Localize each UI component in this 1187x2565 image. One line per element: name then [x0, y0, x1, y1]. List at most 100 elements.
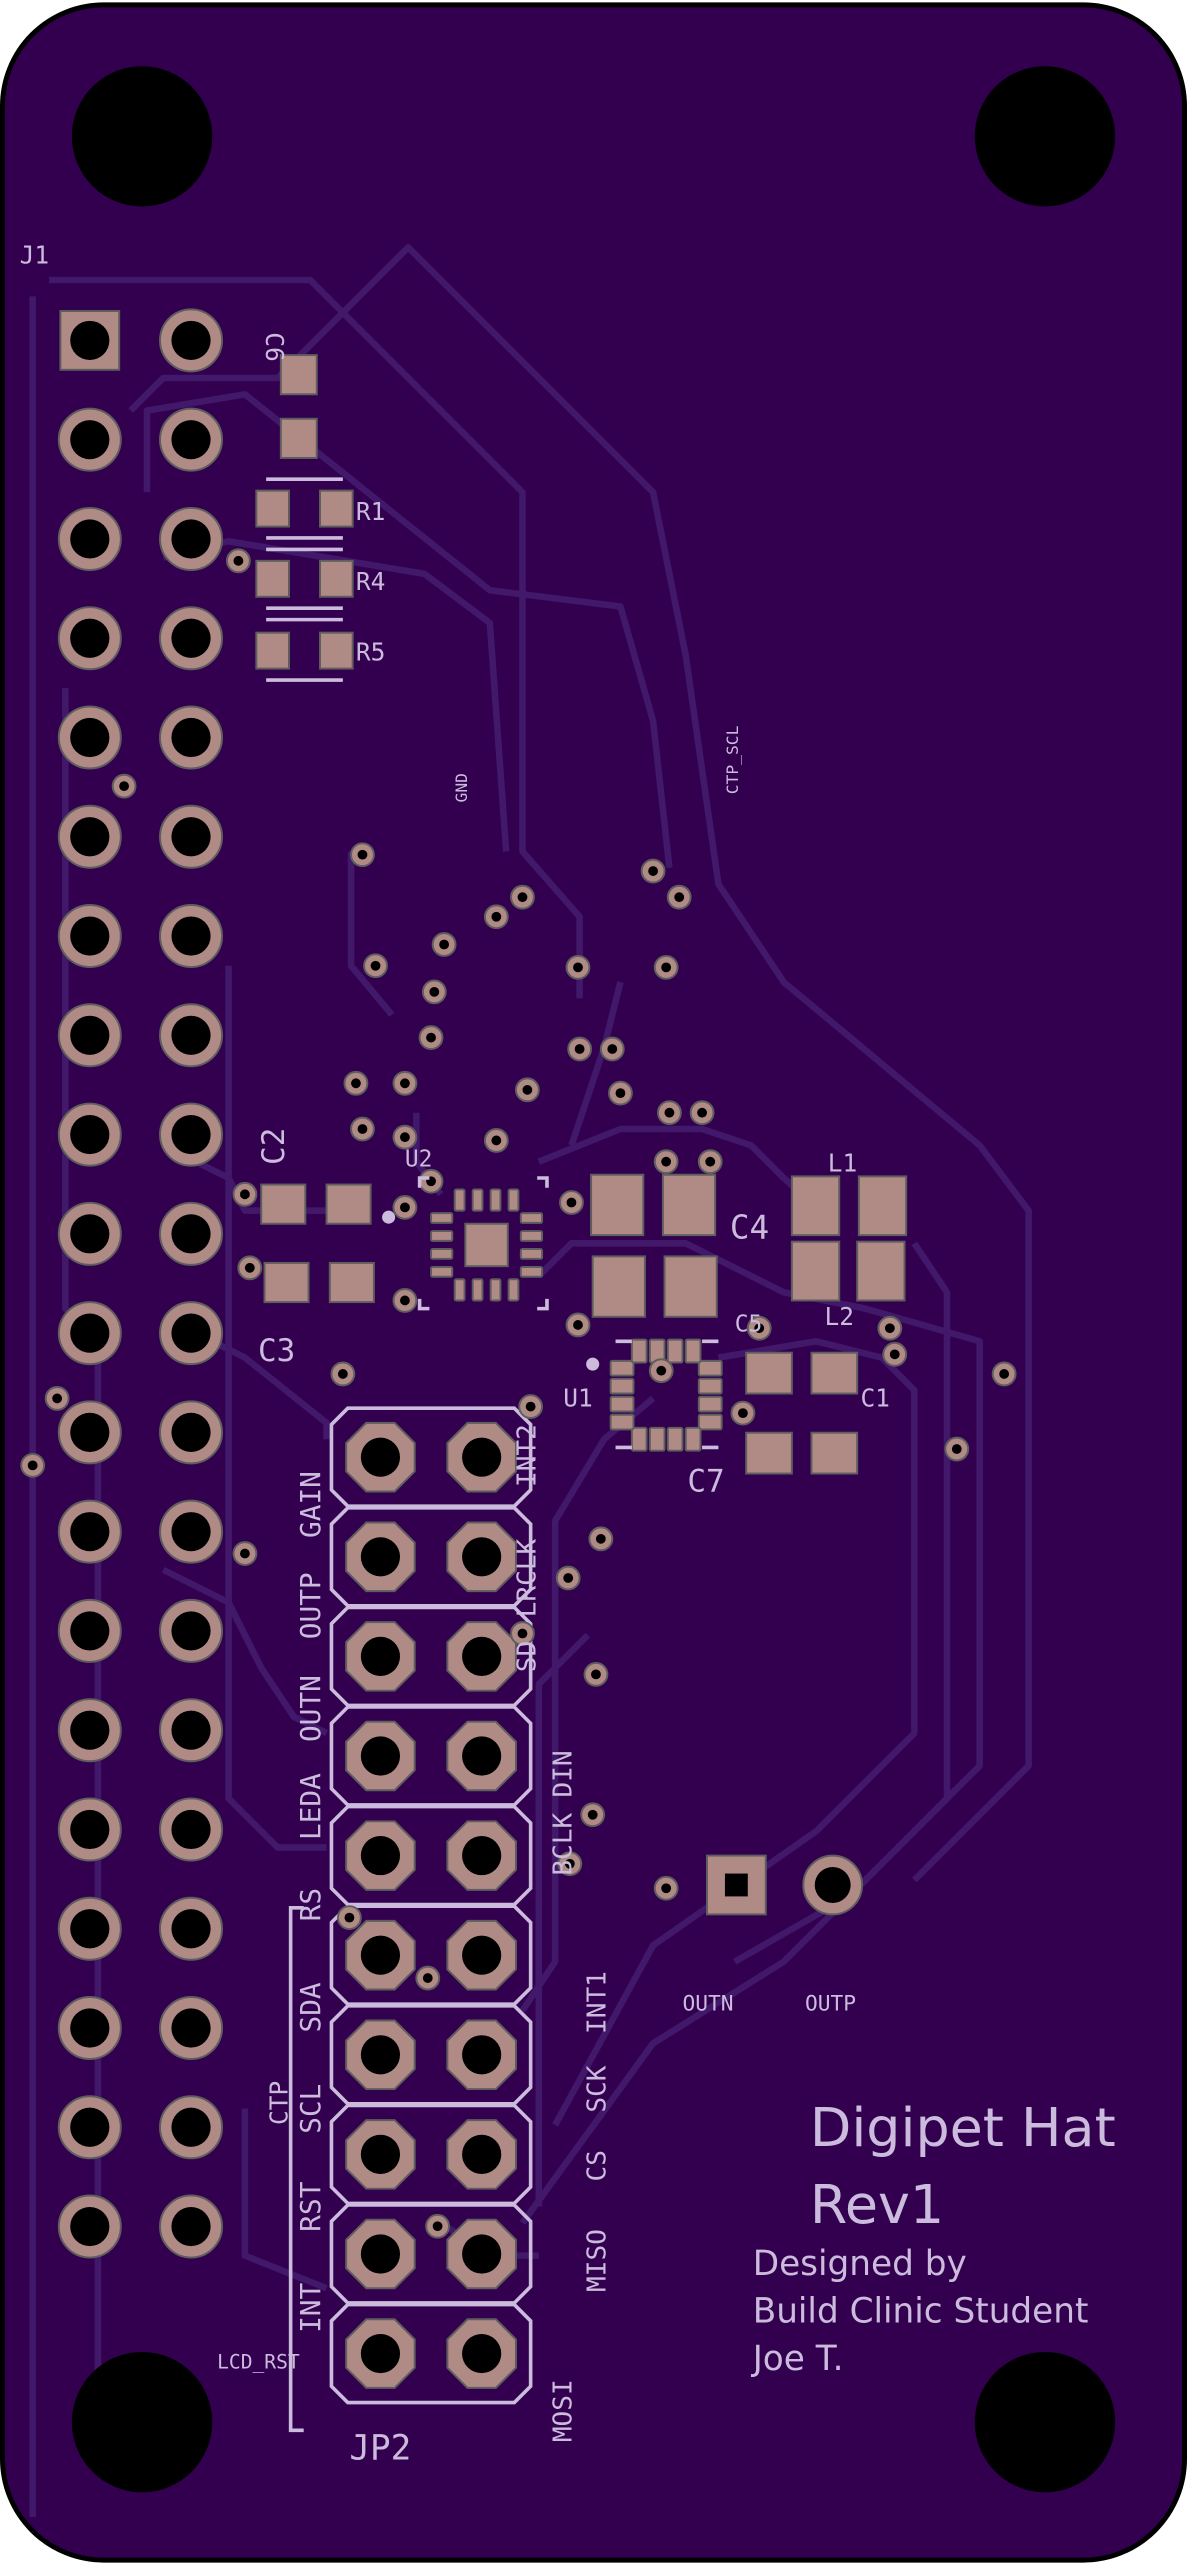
- jp2-left-label: INT: [294, 2283, 327, 2333]
- r1-pad: [319, 489, 354, 528]
- j1-pin: [159, 1896, 224, 1961]
- ic-pad: [697, 1359, 723, 1377]
- ic-pads: [430, 1188, 723, 1452]
- via: [111, 773, 137, 799]
- net-ctp-scl: CTP_SCL: [723, 725, 742, 794]
- c4-pad: [590, 1173, 645, 1237]
- j1-pin: [57, 2095, 122, 2160]
- via: [882, 1341, 908, 1367]
- r4-pad: [319, 559, 354, 598]
- via: [483, 904, 509, 930]
- c2-pad: [260, 1183, 307, 1225]
- jp2-right-label: CS: [583, 2150, 613, 2181]
- via: [689, 1100, 715, 1126]
- via: [730, 1400, 756, 1426]
- via: [567, 1036, 593, 1062]
- vias: [20, 548, 1017, 2239]
- board-title: Digipet Hat: [810, 2096, 1116, 2159]
- jp2-pin: [345, 1820, 416, 1891]
- via: [392, 1194, 418, 1220]
- ic-pad: [519, 1248, 544, 1260]
- l2-pad: [790, 1240, 841, 1302]
- via: [483, 1128, 509, 1153]
- via: [392, 1124, 418, 1150]
- j1-pin: [57, 1896, 122, 1961]
- jp2-outline: [329, 2302, 533, 2405]
- ic-pad: [609, 1395, 635, 1413]
- via: [350, 842, 375, 868]
- ic-pad: [648, 1426, 666, 1452]
- j1-pin: [159, 804, 224, 869]
- c4-pad: [661, 1173, 717, 1237]
- ic-pad: [697, 1395, 723, 1413]
- j1-pin: [57, 1003, 122, 1068]
- j1-pin: [159, 705, 224, 770]
- j1-pin: [57, 705, 122, 770]
- via: [653, 1875, 679, 1901]
- ic-pad: [684, 1338, 702, 1364]
- via: [363, 953, 388, 979]
- board-revision: Rev1: [810, 2173, 944, 2236]
- r1-pad: [255, 489, 290, 528]
- jp2-right-label: MOSI: [548, 2379, 578, 2442]
- j1-pin: [57, 506, 122, 571]
- ic-pad: [471, 1278, 484, 1302]
- j1-pin: [159, 1301, 224, 1366]
- refdes-u1: U1: [563, 1384, 592, 1413]
- ic-pad: [453, 1188, 466, 1212]
- outp-drill: [814, 1867, 851, 1903]
- via: [580, 1802, 606, 1828]
- l1-pad: [790, 1175, 841, 1237]
- via: [44, 1386, 70, 1411]
- net-outp: OUTP: [805, 1992, 856, 2017]
- refdes-r4: R4: [356, 567, 385, 596]
- c6-pad: [279, 354, 318, 396]
- c7-pad: [810, 1431, 859, 1475]
- jp2-pin: [345, 1621, 416, 1692]
- j1-pin: [159, 2194, 224, 2259]
- j1-pin: [159, 1102, 224, 1167]
- j1-pin: [57, 606, 122, 671]
- via: [608, 1080, 633, 1106]
- u2-center-pad: [464, 1222, 509, 1268]
- ic-pad: [519, 1266, 544, 1278]
- ic-pad: [666, 1426, 684, 1452]
- via: [653, 1149, 679, 1175]
- ic-pad: [684, 1426, 702, 1452]
- via: [336, 1905, 362, 1931]
- jp2-right-label: INT1: [583, 1971, 613, 2034]
- via: [588, 1526, 614, 1552]
- via: [666, 884, 692, 910]
- refdes-j1: J1: [20, 241, 49, 270]
- net-lcd-rst: LCD_RST: [217, 2350, 300, 2373]
- via: [599, 1036, 625, 1062]
- j1-pin: [159, 1797, 224, 1862]
- c3-pad: [328, 1261, 375, 1304]
- j1-pin: [57, 1301, 122, 1366]
- mounting-holes: [71, 66, 1116, 2493]
- jp2-pin: [446, 1820, 517, 1891]
- j1-pin: [159, 1598, 224, 1663]
- via: [415, 1965, 441, 1991]
- c5-pad: [745, 1351, 793, 1395]
- jp2-right-label: SD: [513, 1641, 543, 1672]
- ic-pad: [519, 1212, 544, 1224]
- j1-pin: [57, 1598, 122, 1663]
- via: [350, 1116, 375, 1142]
- jp2-pin: [446, 1720, 517, 1792]
- via: [697, 1149, 723, 1175]
- credit-line: Joe T.: [751, 2339, 844, 2379]
- via: [392, 1070, 418, 1096]
- via: [418, 1168, 444, 1194]
- jp2-left-label: OUTP: [294, 1572, 327, 1639]
- jp2-left-label: OUTN: [294, 1675, 327, 1742]
- j1-pin: [57, 1400, 122, 1465]
- jp2-pin: [345, 1521, 416, 1593]
- credit-line: Build Clinic Student: [753, 2292, 1089, 2332]
- jp2-right-label: LRCLK: [513, 1538, 543, 1617]
- silkscreen-text: J1 C6 R1 R4 R5 GND CTP_SCL C2 U2 C3 C4 L…: [20, 241, 1116, 2469]
- via: [431, 932, 457, 957]
- jp2-left-label: RS: [294, 1888, 327, 1921]
- ic-pad: [489, 1278, 502, 1302]
